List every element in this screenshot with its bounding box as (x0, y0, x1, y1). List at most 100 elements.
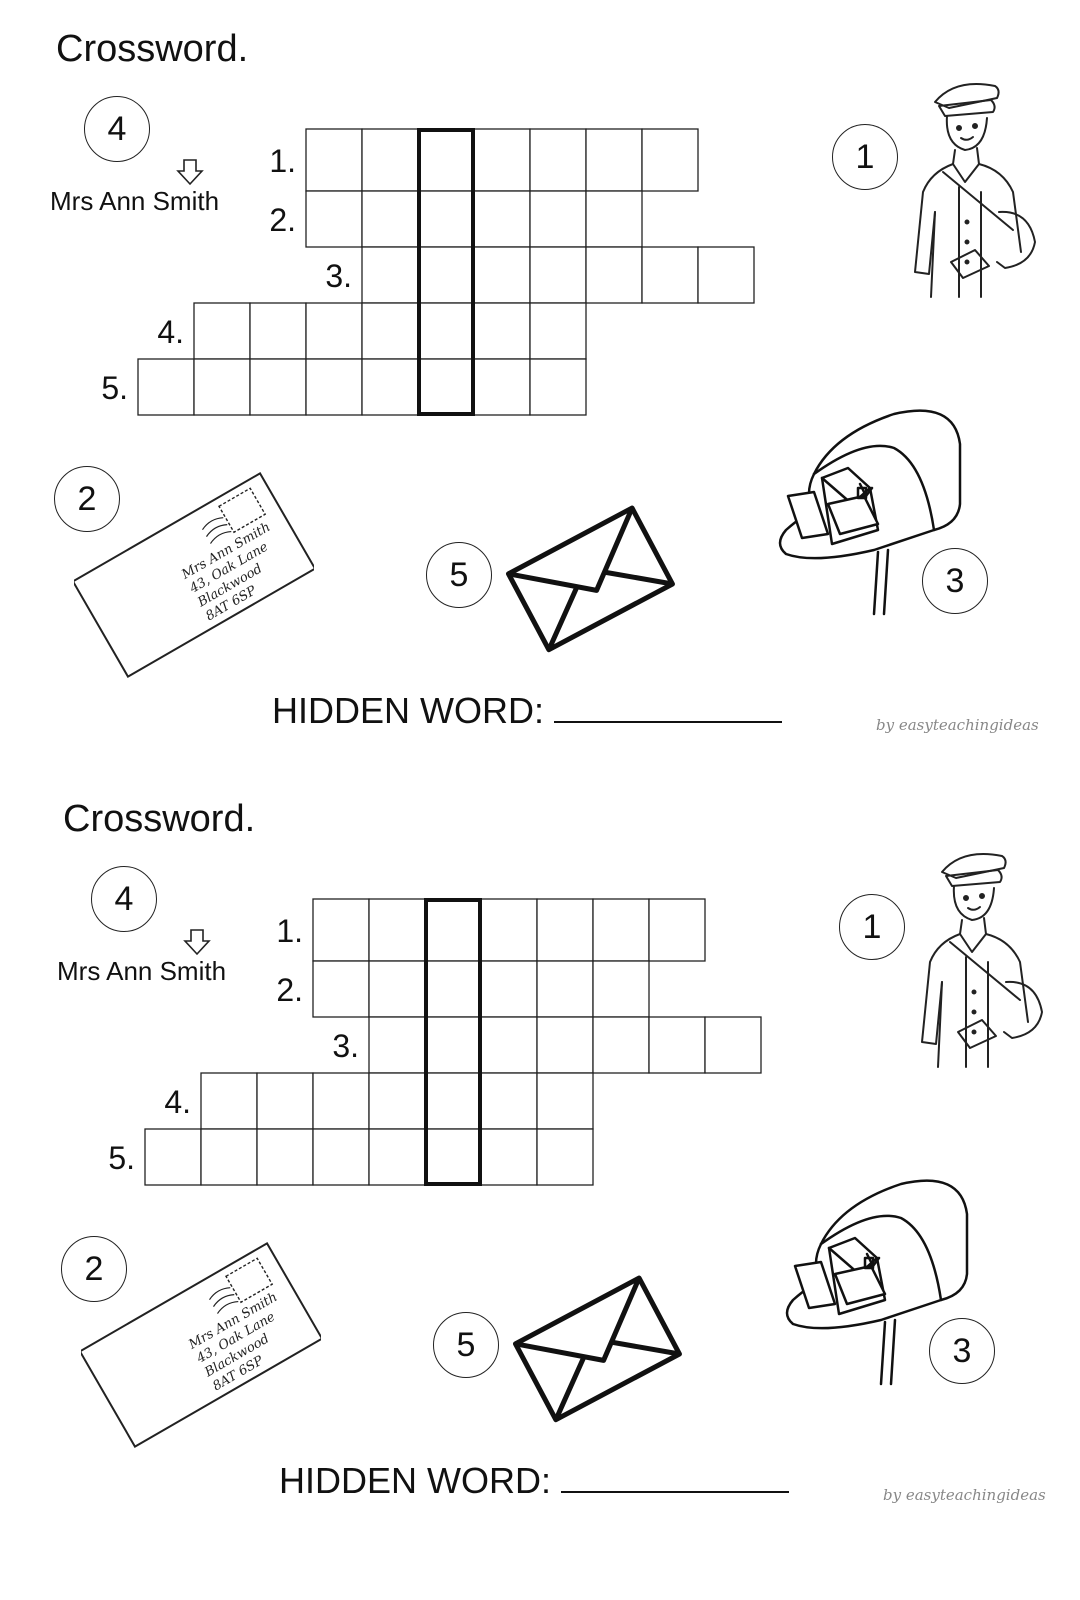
crossword-cell-row5-col8[interactable] (529, 358, 587, 416)
picture-number-3: 3 (922, 548, 988, 614)
hidden-word-answer-line[interactable] (554, 691, 782, 723)
crossword-cell-row4-col4[interactable] (361, 302, 419, 360)
clue-number-5: 5. (108, 1140, 135, 1176)
clue-number-1: 1. (276, 913, 303, 949)
crossword-cell-row4-col2[interactable] (249, 302, 307, 360)
crossword-cell-row4-col7[interactable] (536, 1072, 594, 1130)
crossword-cell-row4-col7[interactable] (529, 302, 587, 360)
crossword-cell-row5-col4[interactable] (312, 1128, 370, 1186)
crossword-cell-row3-col4[interactable] (529, 246, 587, 304)
crossword-grid: 1.2.3.4.5. (108, 898, 762, 1186)
hidden-word-label: HIDDEN WORD: (272, 690, 544, 731)
crossword-cell-row3-col6[interactable] (648, 1016, 706, 1074)
hidden-word-column-highlight (417, 128, 475, 416)
crossword-cell-row1-col3[interactable] (424, 898, 482, 962)
address-label: Mrs Ann Smith (50, 186, 220, 216)
credit-text: by easyteachingideas (876, 716, 1039, 734)
crossword-cell-row3-col5[interactable] (592, 1016, 650, 1074)
crossword-cell-row4-col2[interactable] (256, 1072, 314, 1130)
crossword-cell-row4-col1[interactable] (200, 1072, 258, 1130)
addressed-envelope-icon: Mrs Ann Smith 43, Oak Lane Blackwood 8AT… (74, 472, 314, 678)
crossword-cell-row3-col5[interactable] (585, 246, 643, 304)
crossword-cell-row4-col4[interactable] (368, 1072, 426, 1130)
crossword-cell-row5-col2[interactable] (200, 1128, 258, 1186)
crossword-cell-row1-col2[interactable] (361, 128, 419, 192)
crossword-cell-row2-col4[interactable] (480, 960, 538, 1018)
crossword-cell-row1-col5[interactable] (536, 898, 594, 962)
crossword-cell-row3-col2[interactable] (424, 1016, 482, 1074)
crossword-cell-row2-col1[interactable] (305, 190, 363, 248)
clue-number-5: 5. (101, 370, 128, 406)
picture-number-5: 5 (433, 1312, 499, 1378)
crossword-cell-row3-col7[interactable] (704, 1016, 762, 1074)
crossword-cell-row5-col6[interactable] (417, 358, 475, 416)
clue-number-4: 4. (164, 1084, 191, 1120)
crossword-cell-row3-col3[interactable] (473, 246, 531, 304)
crossword-cell-row1-col5[interactable] (529, 128, 587, 192)
mailbox-icon (778, 409, 962, 616)
crossword-cell-row4-col3[interactable] (312, 1072, 370, 1130)
crossword-cell-row1-col6[interactable] (592, 898, 650, 962)
picture-number-1: 1 (832, 124, 898, 190)
crossword-cell-row5-col4[interactable] (305, 358, 363, 416)
crossword-cell-row2-col2[interactable] (361, 190, 419, 248)
crossword-cell-row5-col3[interactable] (249, 358, 307, 416)
picture-number-4: 4 (91, 866, 157, 932)
crossword-cell-row2-col1[interactable] (312, 960, 370, 1018)
crossword-cell-row3-col4[interactable] (536, 1016, 594, 1074)
crossword-cell-row1-col2[interactable] (368, 898, 426, 962)
hidden-word-answer-line[interactable] (561, 1461, 789, 1493)
crossword-cell-row4-col3[interactable] (305, 302, 363, 360)
crossword-cell-row5-col6[interactable] (424, 1128, 482, 1186)
crossword-cell-row1-col1[interactable] (312, 898, 370, 962)
crossword-cell-row5-col8[interactable] (536, 1128, 594, 1186)
picture-number-1: 1 (839, 894, 905, 960)
crossword-cell-row1-col3[interactable] (417, 128, 475, 192)
crossword-cell-row1-col1[interactable] (305, 128, 363, 192)
postman-icon (921, 853, 1043, 1068)
crossword-cell-row2-col6[interactable] (585, 190, 643, 248)
crossword-cell-row2-col6[interactable] (592, 960, 650, 1018)
crossword-cell-row5-col2[interactable] (193, 358, 251, 416)
crossword-cell-row1-col4[interactable] (473, 128, 531, 192)
crossword-cell-row4-col1[interactable] (193, 302, 251, 360)
clue-number-1: 1. (269, 143, 296, 179)
crossword-cell-row3-col1[interactable] (361, 246, 419, 304)
picture-number-3: 3 (929, 1318, 995, 1384)
picture-number-2: 2 (54, 466, 120, 532)
hidden-word-label: HIDDEN WORD: (279, 1460, 551, 1501)
crossword-cell-row3-col6[interactable] (641, 246, 699, 304)
crossword-grid: 1.2.3.4.5. (101, 128, 755, 416)
crossword-cell-row1-col7[interactable] (641, 128, 699, 192)
crossword-cell-row2-col3[interactable] (424, 960, 482, 1018)
crossword-cell-row3-col1[interactable] (368, 1016, 426, 1074)
crossword-cell-row5-col7[interactable] (480, 1128, 538, 1186)
crossword-cell-row5-col1[interactable] (144, 1128, 202, 1186)
crossword-cell-row2-col5[interactable] (536, 960, 594, 1018)
credit-text: by easyteachingideas (883, 1486, 1046, 1504)
hidden-word-prompt: HIDDEN WORD: (279, 1460, 789, 1502)
crossword-cell-row4-col6[interactable] (480, 1072, 538, 1130)
worksheet-title: Crossword. (63, 798, 256, 840)
crossword-cell-row2-col3[interactable] (417, 190, 475, 248)
crossword-cell-row5-col5[interactable] (361, 358, 419, 416)
crossword-cell-row2-col5[interactable] (529, 190, 587, 248)
worksheet-title: Crossword. (56, 28, 249, 70)
crossword-cell-row4-col6[interactable] (473, 302, 531, 360)
crossword-cell-row5-col5[interactable] (368, 1128, 426, 1186)
crossword-cell-row1-col4[interactable] (480, 898, 538, 962)
crossword-cell-row4-col5[interactable] (417, 302, 475, 360)
crossword-cell-row3-col3[interactable] (480, 1016, 538, 1074)
crossword-cell-row5-col3[interactable] (256, 1128, 314, 1186)
crossword-cell-row5-col7[interactable] (473, 358, 531, 416)
clue-number-2: 2. (269, 202, 296, 238)
crossword-cell-row5-col1[interactable] (137, 358, 195, 416)
crossword-cell-row1-col7[interactable] (648, 898, 706, 962)
crossword-cell-row4-col5[interactable] (424, 1072, 482, 1130)
down-arrow-icon (176, 159, 204, 186)
crossword-cell-row2-col2[interactable] (368, 960, 426, 1018)
crossword-cell-row2-col4[interactable] (473, 190, 531, 248)
crossword-cell-row3-col7[interactable] (697, 246, 755, 304)
crossword-cell-row1-col6[interactable] (585, 128, 643, 192)
crossword-cell-row3-col2[interactable] (417, 246, 475, 304)
